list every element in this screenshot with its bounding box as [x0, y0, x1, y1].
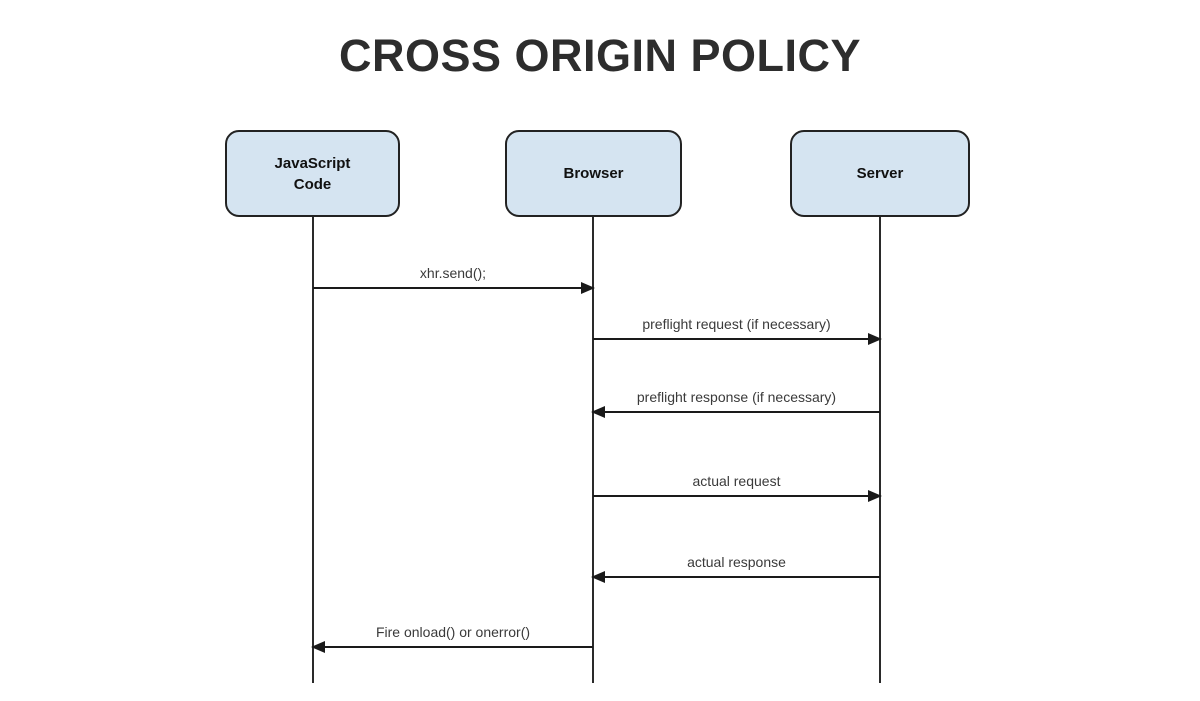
message-actual-request-line	[593, 495, 880, 497]
message-xhr-send: xhr.send();	[313, 265, 595, 294]
arrowhead-right-icon	[868, 490, 882, 502]
diagram-title: CROSS ORIGIN POLICY	[338, 30, 862, 81]
lifeline-javascript-code	[312, 217, 314, 683]
message-xhr-send-label: xhr.send();	[419, 265, 487, 281]
message-actual-request-label: actual request	[692, 473, 781, 489]
message-actual-request: actual request	[593, 473, 882, 502]
actor-server-label: Server	[856, 165, 904, 182]
arrowhead-left-icon	[591, 571, 605, 583]
actor-javascript-code: JavaScript Code	[225, 130, 400, 217]
message-preflight-request: preflight request (if necessary)	[593, 316, 882, 345]
actor-javascript-code-label: JavaScript Code	[274, 154, 351, 193]
arrowhead-left-icon	[591, 406, 605, 418]
actor-browser-label: Browser	[563, 165, 624, 182]
arrowhead-right-icon	[868, 333, 882, 345]
message-preflight-response-line	[593, 411, 880, 413]
actor-browser: Browser	[505, 130, 682, 217]
arrowhead-left-icon	[311, 641, 325, 653]
message-preflight-response: preflight response (if necessary)	[591, 389, 880, 418]
message-fire-onload-onerror: Fire onload() or onerror()	[311, 624, 593, 653]
arrowhead-right-icon	[581, 282, 595, 294]
message-actual-response-line	[593, 576, 880, 578]
message-xhr-send-line	[313, 287, 593, 289]
lifeline-browser	[592, 217, 594, 683]
message-preflight-request-label: preflight request (if necessary)	[642, 316, 831, 332]
actor-server: Server	[790, 130, 970, 217]
message-preflight-request-line	[593, 338, 880, 340]
message-fire-onload-onerror-line	[313, 646, 593, 648]
message-fire-onload-onerror-label: Fire onload() or onerror()	[375, 624, 531, 640]
message-actual-response-label: actual response	[687, 554, 786, 570]
message-actual-response: actual response	[591, 554, 880, 583]
lifeline-server	[879, 217, 881, 683]
message-preflight-response-label: preflight response (if necessary)	[636, 389, 837, 405]
